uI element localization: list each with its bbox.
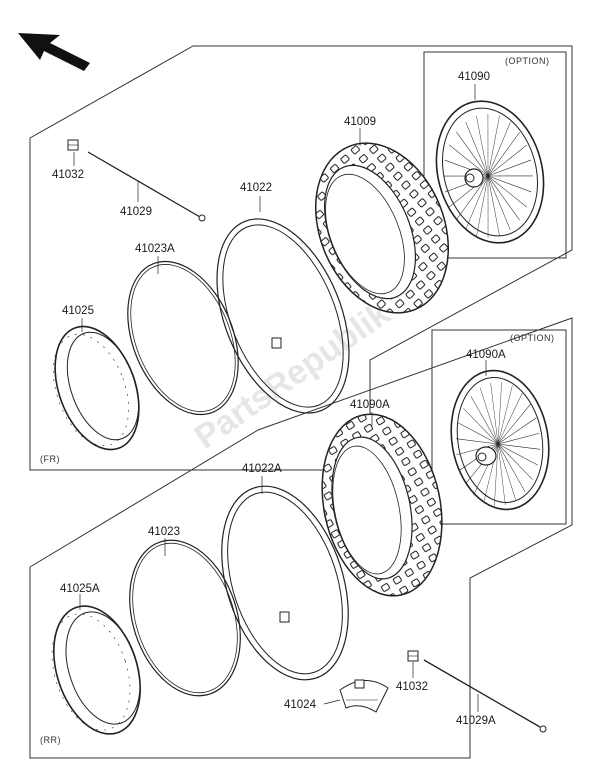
spoke-front-part xyxy=(87,151,206,222)
spoke-rear-part xyxy=(423,659,547,733)
rear-section-tag: (RR) xyxy=(40,735,61,745)
inner-tube-rear-part xyxy=(221,485,349,681)
valve-nut-front-part xyxy=(67,139,79,151)
label-41022: 41022 xyxy=(240,182,272,194)
rear-option-label: (OPTION) xyxy=(510,333,555,343)
tire-rear-part xyxy=(321,413,443,597)
valve-nut-rear-part xyxy=(407,650,419,662)
label-41022A: 41022A xyxy=(242,463,282,475)
front-option-label: (OPTION) xyxy=(505,56,550,66)
label-41025A: 41025A xyxy=(60,583,100,595)
label-41023A: 41023A xyxy=(135,243,175,255)
spoked-wheel-rear-part xyxy=(448,369,550,517)
label-41090A: 41090A xyxy=(350,399,390,411)
label-41090: 41090 xyxy=(458,71,490,83)
rim-lock-part xyxy=(339,679,389,713)
front-direction-arrow-icon xyxy=(18,33,90,71)
tire-front-part xyxy=(314,142,450,314)
label-41009: 41009 xyxy=(344,116,376,128)
rim-front-part xyxy=(53,325,140,451)
rear-panel-border xyxy=(29,317,573,759)
label-41025: 41025 xyxy=(62,305,94,317)
rim-band-rear-part xyxy=(129,539,241,697)
label-41032-front: 41032 xyxy=(52,169,84,181)
label-41029: 41029 xyxy=(120,206,152,218)
rear-option-box xyxy=(431,329,567,525)
label-41090A-wheel: 41090A xyxy=(466,349,506,361)
spoked-wheel-front-part xyxy=(432,99,545,253)
label-41032-rear: 41032 xyxy=(396,681,428,693)
rim-rear-part xyxy=(51,605,141,735)
rim-band-front-part xyxy=(127,260,239,416)
label-41024: 41024 xyxy=(284,699,317,711)
front-section-tag: (FR) xyxy=(40,454,60,464)
label-41023: 41023 xyxy=(148,526,180,538)
label-41029A: 41029A xyxy=(456,715,496,727)
